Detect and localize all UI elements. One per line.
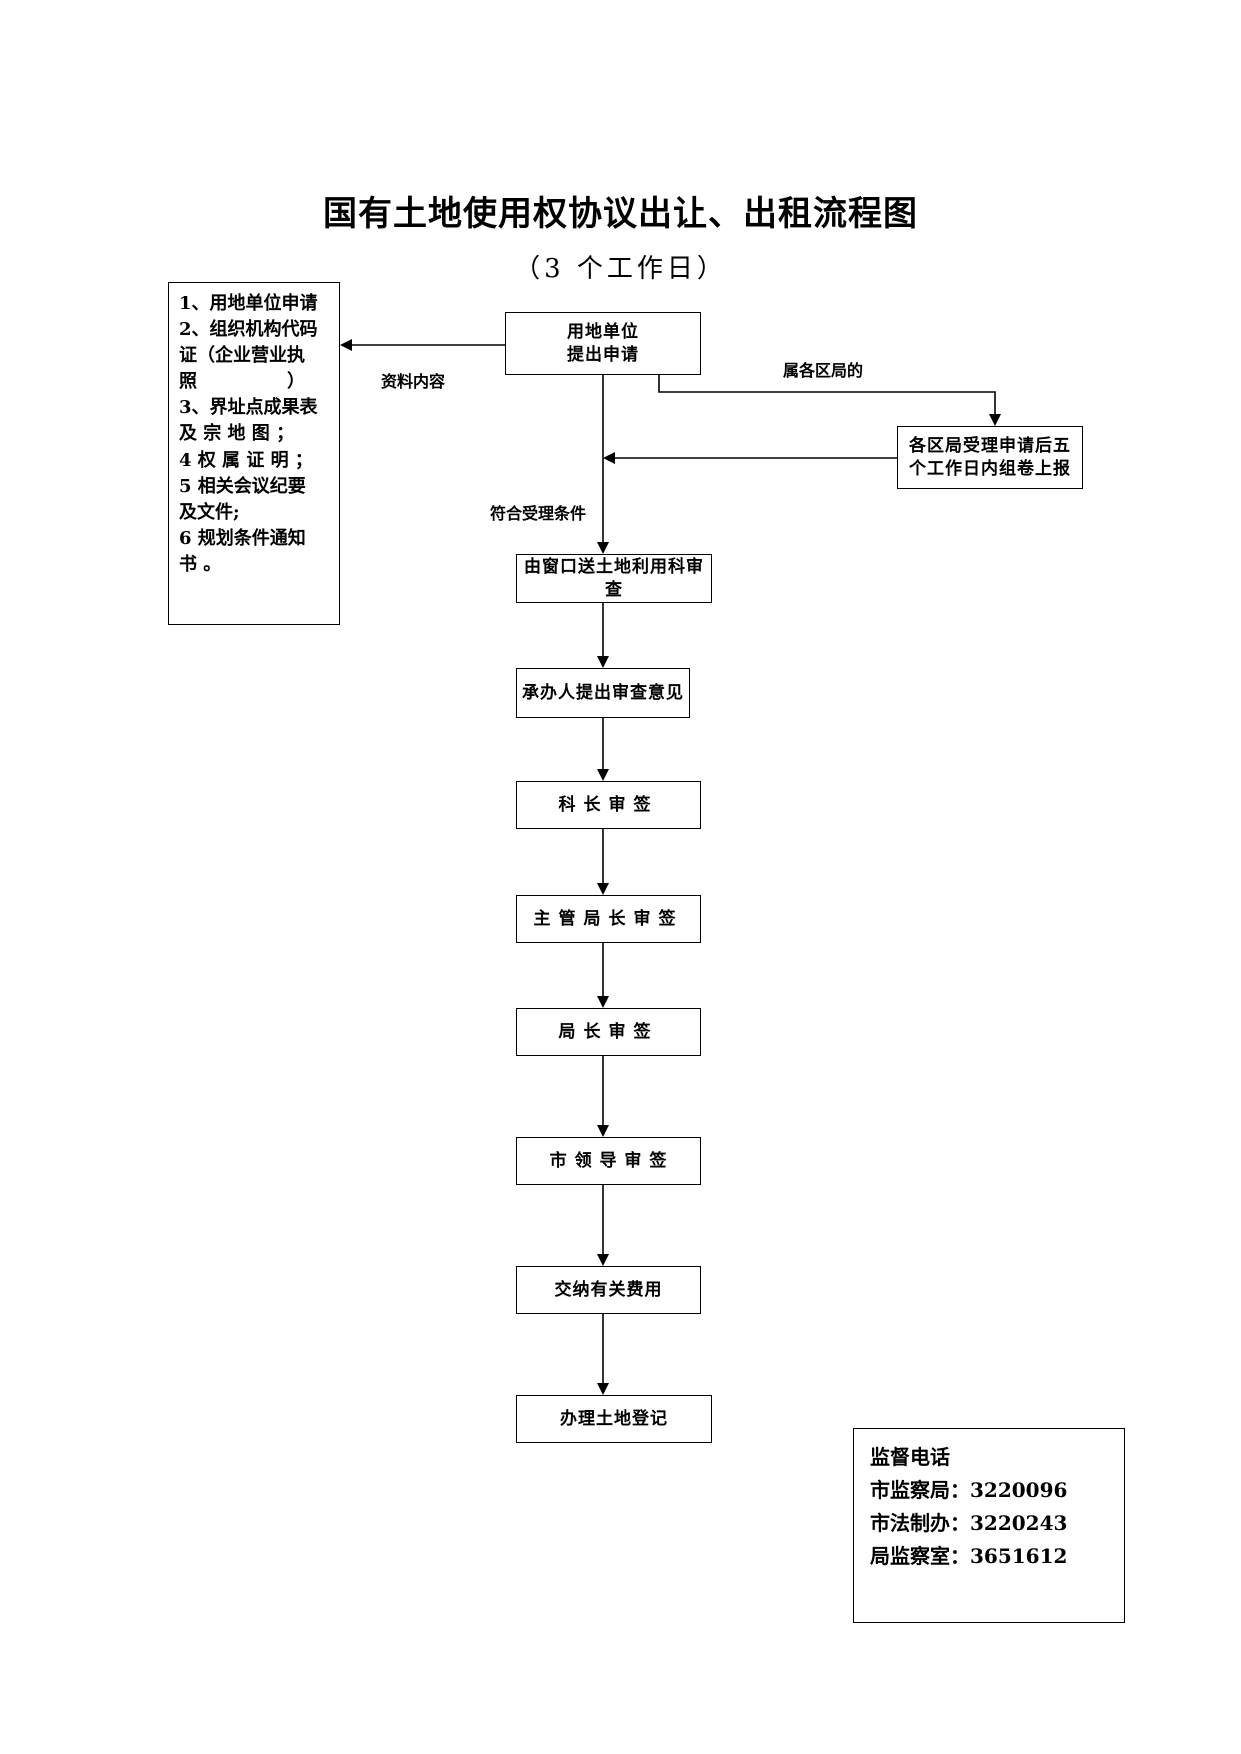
node-district-line1: 各区局受理申请后五 [909, 435, 1071, 456]
materials-line: 6 规划条件通知 [179, 527, 306, 549]
label-materials-content: 资料内容 [381, 372, 446, 391]
node-apply-line1: 用地单位 [567, 321, 639, 342]
materials-line: 2、组织机构代码 [179, 319, 318, 341]
materials-line: 1、用地单位申请 [179, 293, 318, 314]
materials-line: 及 宗 地 图 ； [179, 423, 295, 445]
node-director: 局长审签 [516, 1008, 701, 1056]
page-subtitle: （3 个工作日） [514, 254, 727, 284]
node-pay-fees: 交纳有关费用 [516, 1266, 701, 1314]
node-apply: 用地单位 提出申请 [505, 312, 701, 375]
materials-line: 3、界址点成果表 [179, 397, 318, 419]
supervision-title: 监督电话 [870, 1445, 950, 1469]
materials-line: 证（企业营业执 [179, 345, 305, 367]
node-section-chief: 科长审签 [516, 781, 701, 829]
materials-list-box: 1、用地单位申请 2、组织机构代码 证（企业营业执 照 ） 3、界址点成果表 及… [168, 282, 340, 625]
label-eligible: 符合受理条件 [490, 504, 587, 523]
materials-line: 及文件; [179, 501, 240, 523]
label-district: 属各区局的 [783, 361, 864, 380]
materials-line: 照 ） [179, 371, 305, 393]
node-window-review: 由窗口送土地利用科审查 [516, 554, 712, 603]
arrow-to-district [658, 375, 1001, 426]
node-apply-line2: 提出申请 [567, 344, 639, 365]
materials-line: 书 。 [179, 553, 222, 575]
supervision-line: 市监察局：3220096 [870, 1478, 1068, 1502]
node-handler-opinion: 承办人提出审查意见 [516, 668, 690, 718]
supervision-line: 局监察室：3651612 [870, 1544, 1068, 1568]
node-district: 各区局受理申请后五 个工作日内组卷上报 [897, 426, 1083, 489]
node-deputy-director: 主管局长审签 [516, 895, 701, 943]
supervision-box: 监督电话 市监察局：3220096 市法制办：3220243 局监察室：3651… [853, 1428, 1125, 1623]
node-land-register: 办理土地登记 [516, 1395, 712, 1443]
supervision-line: 市法制办：3220243 [870, 1511, 1068, 1535]
page-title: 国有土地使用权协议出让、出租流程图 [323, 194, 918, 234]
materials-line: 4 权 属 证 明 ； [179, 449, 313, 471]
node-district-line2: 个工作日内组卷上报 [909, 458, 1071, 479]
materials-line: 5 相关会议纪要 [179, 475, 306, 497]
node-city-leader: 市 领 导 审 签 [516, 1137, 701, 1185]
